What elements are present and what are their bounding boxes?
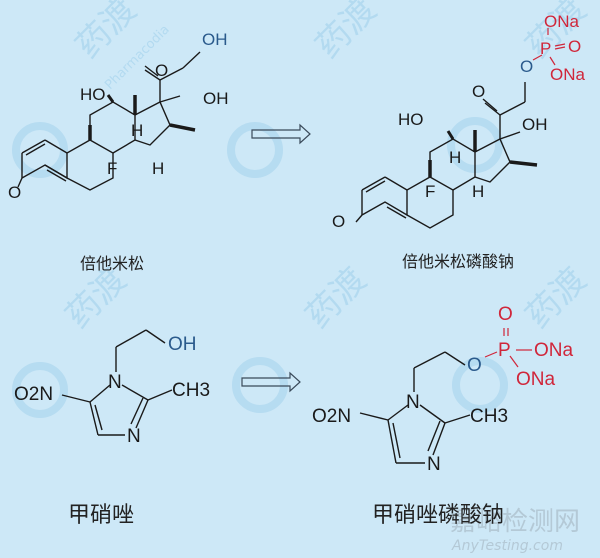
reaction-arrow-2 [241,371,301,393]
watermark-logo-icon [12,122,68,178]
metronidazole-phosphate-atoms: O P ONa O ONa N O2N CH3 N [312,304,574,475]
atom-sodium-oxide: ONa [516,369,556,390]
atom-nitrogen: N [406,392,420,413]
betamethasone-structure [17,51,201,191]
betamethasone-phosphate-atoms: ONa P O O ONa O HO OH H F H O [332,12,586,231]
metronidazole-phosphate-name: 甲硝唑磷酸钠 [372,503,505,528]
atom-hydroxyl: HO [80,85,106,104]
watermark-site-en: AnyTesting.com [451,538,563,554]
reaction-arrow-1 [251,123,311,145]
atom-sodium-oxide: ONa [544,12,580,31]
watermark-logo-icon [12,362,68,418]
metronidazole-name: 甲硝唑 [68,503,135,528]
atom-phosphorus: P [498,340,511,361]
atom-hydrogen: H [472,182,484,201]
betamethasone-phosphate-name: 倍他米松磷酸钠 [402,252,515,271]
atom-methyl-group: CH3 [172,380,210,401]
atom-hydroxyl: OH [202,30,228,49]
watermark-logo-icon [452,357,508,413]
atom-hydroxyl: OH [168,334,197,355]
atom-oxygen: O [520,57,533,76]
atom-hydrogen: H [131,121,143,140]
atom-fluorine: F [107,159,117,178]
atom-sodium-oxide: ONa [550,65,586,84]
atom-oxygen: O [568,37,581,56]
metronidazole-phosphate-structure [359,351,471,464]
watermark-brand-cn: 药渡 [298,260,374,336]
betamethasone-name: 倍他米松 [80,254,145,273]
atom-nitrogen: N [427,454,441,475]
betamethasone-atoms: OH O HO OH H F H O [8,30,229,202]
atom-nitro-group: O2N [312,406,351,427]
atom-hydrogen: H [152,159,164,178]
watermark-logo-icon [227,122,283,178]
watermark-site-cn: 嘉峪检测网 [450,507,580,537]
betamethasone-phosphate-structure [355,82,538,229]
atom-hydroxyl: OH [522,115,548,134]
atom-oxygen: O [498,304,513,325]
atom-nitrogen: N [108,372,122,393]
metronidazole-atoms: OH N O2N CH3 N [14,334,210,447]
watermark-layer: 药渡 Pharmacodia 药渡 药渡 药渡 药渡 药渡 嘉峪检测网 AnyT… [12,0,594,554]
atom-oxygen: O [472,82,485,101]
atom-nitrogen: N [127,426,141,447]
atom-sodium-oxide: ONa [534,340,574,361]
atom-hydroxyl: HO [398,110,424,129]
watermark-brand-cn: 药渡 [308,0,384,66]
watermark-brand-cn: 药渡 [518,260,594,336]
atom-phosphorus: P [540,39,551,58]
atom-hydroxyl: OH [203,89,229,108]
atom-fluorine: F [425,182,435,201]
phosphate-bonds [532,28,566,66]
atom-oxygen: O [155,61,168,80]
phosphate-bonds [484,328,532,368]
atom-oxygen: O [8,183,21,202]
atom-oxygen: O [332,212,345,231]
atom-methyl-group: CH3 [470,406,508,427]
atom-nitro-group: O2N [14,384,53,405]
atom-oxygen: O [467,355,482,376]
metronidazole-structure [61,329,173,436]
watermark-logo-icon [232,357,288,413]
atom-hydrogen: H [449,148,461,167]
